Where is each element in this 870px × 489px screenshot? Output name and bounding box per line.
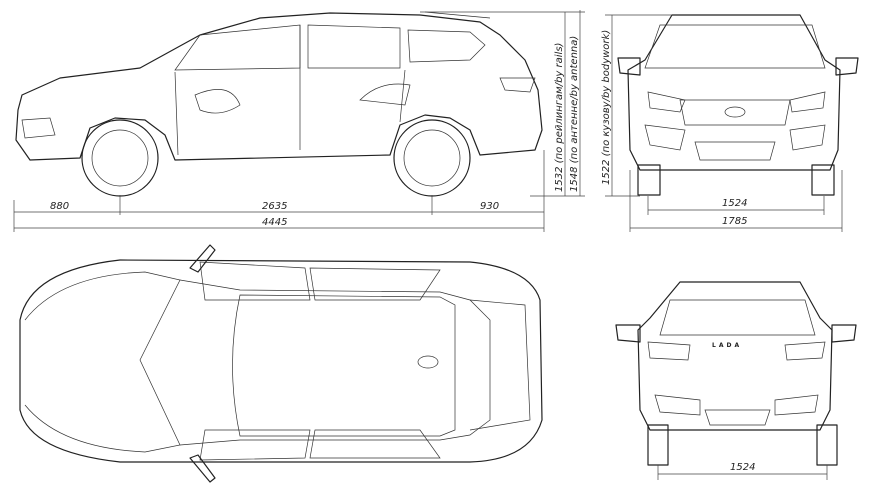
rear-wheel-icon [393, 119, 471, 197]
side-view: 880 2635 930 4445 1532 (по рейлингам/by … [13, 10, 585, 232]
dim-height-antenna: 1548 (по антенне/by antenna) [569, 36, 580, 192]
dim-front-track: 1524 [722, 198, 747, 209]
dim-front-overhang: 880 [50, 201, 69, 212]
dim-rear-track: 1524 [730, 462, 755, 473]
front-wheel-icon [81, 119, 159, 197]
dim-wheelbase: 2635 [262, 201, 287, 212]
dim-height-rails: 1532 (по рейлингам/by rails) [554, 43, 565, 192]
dim-height-bodywork: 1522 (по кузову/by bodywork) [601, 30, 612, 185]
dim-rear-overhang: 930 [480, 201, 499, 212]
top-view [19, 244, 543, 483]
rear-view: LADA 1524 [615, 281, 857, 480]
antenna-icon [417, 355, 439, 369]
front-view: 1522 (по кузову/by bodywork) 1524 1785 [601, 14, 859, 232]
lada-emblem-icon [724, 106, 746, 118]
dim-overall-width: 1785 [722, 216, 747, 227]
dim-overall-length: 4445 [262, 217, 287, 228]
lada-badge: LADA [712, 342, 742, 349]
